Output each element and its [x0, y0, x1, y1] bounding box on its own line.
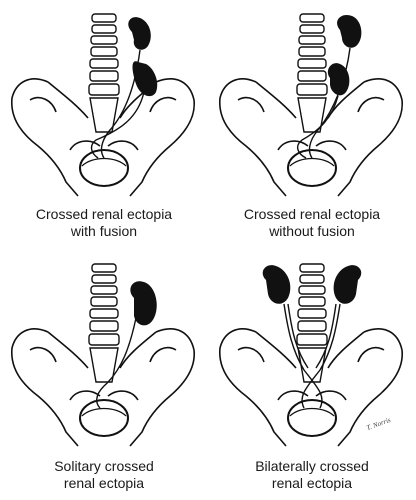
caption-line-2: without fusion [269, 223, 355, 239]
panel-crossed-without-fusion: Crossed renal ectopia without fusion [208, 0, 416, 250]
caption-line-2: with fusion [70, 223, 138, 239]
kidneys [130, 281, 157, 326]
caption-solitary-crossed: Solitary crossed renal ectopia [0, 458, 208, 492]
spine [296, 263, 328, 383]
bladder [79, 399, 129, 437]
caption-line-2: renal ectopia [63, 475, 145, 491]
pelvis [219, 328, 403, 447]
caption-line-2: renal ectopia [271, 475, 353, 491]
panel-solitary-crossed: Solitary crossed renal ectopia [0, 250, 208, 500]
illustration-solitary-crossed [11, 263, 195, 447]
illustration-bilaterally-crossed [219, 263, 403, 447]
kidneys [128, 17, 158, 97]
ureters [96, 317, 137, 409]
spine [296, 13, 328, 133]
panel-crossed-with-fusion: Crossed renal ectopia with fusion [0, 0, 208, 250]
kidneys [327, 14, 362, 96]
caption-crossed-with-fusion: Crossed renal ectopia with fusion [0, 206, 208, 240]
caption-crossed-without-fusion: Crossed renal ectopia without fusion [208, 206, 416, 240]
illustration-crossed-without-fusion [219, 13, 403, 197]
spine [88, 263, 120, 383]
ureters [283, 303, 341, 409]
bladder [79, 149, 129, 187]
illustration-crossed-with-fusion [11, 13, 195, 197]
caption-line-1: Solitary crossed [54, 458, 154, 474]
ureters [90, 49, 145, 159]
caption-bilaterally-crossed: Bilaterally crossed renal ectopia [208, 458, 416, 492]
panel-bilaterally-crossed: T. Norris Bilaterally crossed renal ecto… [208, 250, 416, 500]
bladder [287, 399, 337, 437]
caption-line-1: Bilaterally crossed [255, 458, 369, 474]
bladder [287, 149, 337, 187]
spine [88, 13, 120, 133]
caption-line-1: Crossed renal ectopia [243, 206, 381, 222]
ureters [296, 47, 351, 159]
kidneys [262, 265, 362, 304]
caption-line-1: Crossed renal ectopia [35, 206, 173, 222]
